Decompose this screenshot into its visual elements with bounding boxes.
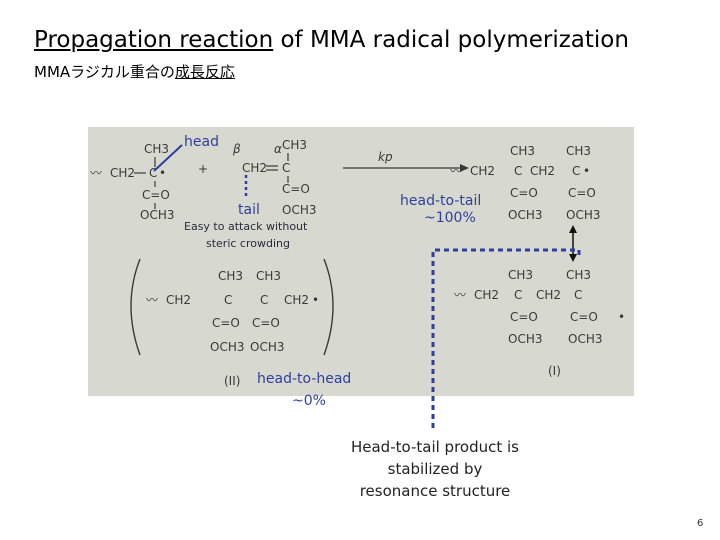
resonance-connector: [431, 248, 581, 396]
s-c: C: [149, 166, 157, 180]
h-ch2-b: CH2: [284, 293, 309, 307]
label-II: (II): [224, 374, 240, 388]
tail-label: tail: [238, 202, 260, 218]
caption-line-2: stabilized by: [387, 460, 483, 478]
h-ch2-a: CH2: [166, 293, 191, 307]
h-ch3-a: CH3: [218, 269, 243, 283]
title-underlined: Propagation reaction: [34, 27, 274, 53]
p-ch3-a: CH3: [510, 144, 535, 158]
s-plus: +: [198, 162, 208, 176]
caption-line-3: resonance structure: [359, 482, 511, 500]
h-co-b: C=O: [252, 316, 280, 330]
head-label: head: [184, 134, 219, 150]
s-ch2-m: CH2: [242, 161, 267, 175]
p-och3-b: OCH3: [566, 208, 600, 222]
r-dot: •: [618, 310, 625, 324]
r-ch3-a: CH3: [508, 268, 533, 282]
label-I: (I): [548, 364, 561, 378]
p-co-a: C=O: [510, 186, 538, 200]
subtitle-plain: MMAラジカル重合の: [34, 63, 175, 81]
reaction-arrowhead: [460, 164, 469, 172]
h-c-a: C: [224, 293, 232, 307]
p-ch2-b: CH2: [530, 164, 555, 178]
s-och3-m: OCH3: [282, 203, 316, 217]
r-c-b: C: [574, 288, 582, 302]
head-to-tail-percent: ~100%: [424, 210, 476, 226]
r-co-b: C=O: [570, 310, 598, 324]
r-co-a: C=O: [510, 310, 538, 324]
subtitle-underlined: 成長反応: [174, 63, 235, 81]
s-dot: •: [159, 166, 166, 180]
r-ch2-a: CH2: [474, 288, 499, 302]
s-alpha: α: [274, 142, 282, 156]
s-ch3: CH3: [144, 142, 169, 156]
h-c-b: C: [260, 293, 268, 307]
p-dot: •: [583, 164, 590, 178]
r-och3-b: OCH3: [568, 332, 602, 346]
s-wavy: 〰: [90, 166, 102, 180]
r-wavy: 〰: [454, 288, 466, 302]
paren-right: [323, 258, 334, 356]
h-wavy: 〰: [146, 293, 158, 307]
reaction-scheme-photo: CH3 〰 CH2 C • C=O OCH3 + β α CH3 CH2 C C…: [88, 127, 634, 396]
steric-note-1: Easy to attack without: [184, 220, 308, 233]
r-ch2-b: CH2: [536, 288, 561, 302]
p-ch2-a: CH2: [470, 164, 495, 178]
r-ch3-b: CH3: [566, 268, 591, 282]
reaction-scheme: CH3 〰 CH2 C • C=O OCH3 + β α CH3 CH2 C C…: [90, 138, 625, 396]
r-c-a: C: [514, 288, 522, 302]
head-pointer: [153, 144, 183, 172]
h-ch3-b: CH3: [256, 269, 281, 283]
s-co: C=O: [142, 188, 170, 202]
s-ch2: CH2: [110, 166, 135, 180]
s-ch3-m: CH3: [282, 138, 307, 152]
resonance-arrowhead-down: [569, 254, 577, 262]
head-to-head-label: head-to-head: [257, 371, 352, 387]
p-ch3-b: CH3: [566, 144, 591, 158]
page-number: 6: [697, 518, 704, 529]
resonance-caption: Head-to-tail product is stabilized by re…: [330, 436, 540, 502]
s-c-m: C: [282, 161, 290, 175]
r-och3-a: OCH3: [508, 332, 542, 346]
head-to-tail-label: head-to-tail: [400, 193, 482, 209]
slide-title: Propagation reaction of MMA radical poly…: [34, 27, 629, 53]
s-co-m: C=O: [282, 182, 310, 196]
head-to-head-percent: ~0%: [292, 393, 326, 409]
s-beta: β: [232, 142, 241, 156]
h-dot: •: [312, 293, 319, 307]
steric-note-2: steric crowding: [206, 237, 290, 250]
slide-subtitle: MMAラジカル重合の成長反応: [34, 61, 235, 82]
caption-line-1: Head-to-tail product is: [350, 438, 519, 456]
h-och3-b: OCH3: [250, 340, 284, 354]
resonance-arrowhead-up: [569, 225, 577, 233]
p-c-b: C: [572, 164, 580, 178]
paren-left: [130, 258, 141, 356]
p-wavy: 〰: [450, 164, 462, 178]
s-och3: OCH3: [140, 208, 174, 222]
p-c-a: C: [514, 164, 522, 178]
p-co-b: C=O: [568, 186, 596, 200]
title-rest: of MMA radical polymerization: [273, 27, 629, 53]
h-co-a: C=O: [212, 316, 240, 330]
h-och3-a: OCH3: [210, 340, 244, 354]
s-kp: kp: [378, 150, 393, 164]
p-och3-a: OCH3: [508, 208, 542, 222]
